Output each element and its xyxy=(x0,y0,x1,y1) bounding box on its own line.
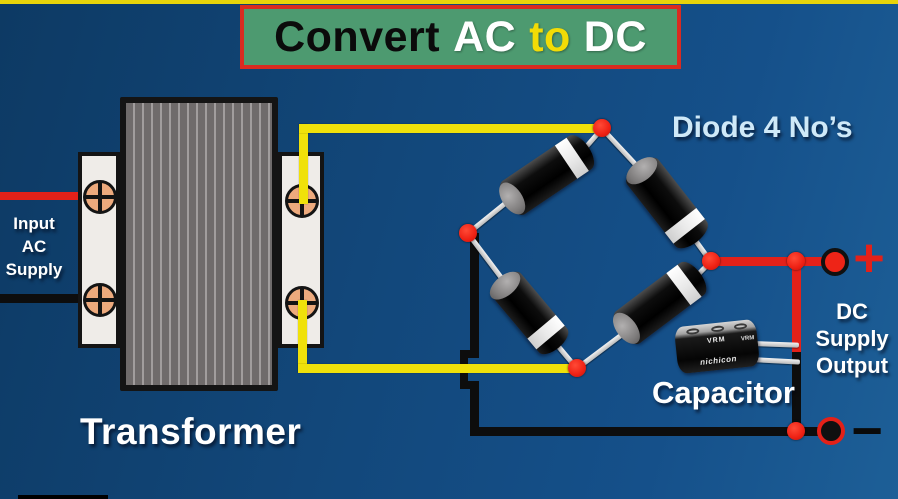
diode-cathode-band xyxy=(554,137,589,179)
junction-dot-negative-branch xyxy=(787,422,805,440)
input-label-line1: Input xyxy=(13,214,55,233)
diode-bottom-left xyxy=(484,266,574,360)
wire-secondary-bottom-horizontal xyxy=(298,364,582,373)
diode-top-left xyxy=(493,130,600,220)
diode-count-label: Diode 4 No’s xyxy=(672,111,853,144)
dc-label-line3: Output xyxy=(815,353,889,378)
diode-cathode-band xyxy=(666,264,702,306)
capacitor-vent-icon xyxy=(686,327,700,336)
title-word-ac: AC xyxy=(453,12,517,61)
junction-dot-positive-branch xyxy=(787,252,805,270)
diode-cathode-band xyxy=(527,314,565,350)
dc-label-line1: DC xyxy=(836,299,868,324)
plus-symbol: + xyxy=(853,228,885,288)
capacitor-vent-icon xyxy=(733,322,748,331)
bottom-edge-sliver xyxy=(18,495,108,499)
negative-terminal xyxy=(817,417,845,445)
wire-negative-bottom-rail xyxy=(470,427,841,436)
capacitor-label: Capacitor xyxy=(652,375,795,410)
wire-secondary-top-horizontal xyxy=(299,124,607,133)
title-word-convert: Convert xyxy=(274,12,441,61)
junction-dot-left xyxy=(459,224,477,242)
wire-negative-vertical xyxy=(470,233,479,353)
screw-terminal-icon xyxy=(83,180,117,214)
wire-capacitor-negative-vertical xyxy=(792,352,801,436)
wire-negative-vertical-lower xyxy=(470,381,479,435)
minus-symbol: − xyxy=(851,401,883,461)
title-word-to: to xyxy=(529,12,571,61)
transformer-core xyxy=(120,97,278,391)
wire-ac-input-live xyxy=(0,192,84,200)
wire-negative-jog-bottom xyxy=(460,381,479,389)
title-banner: Convert AC to DC xyxy=(240,5,681,69)
input-label-line3: Supply xyxy=(5,260,63,279)
wire-secondary-top-vertical xyxy=(299,124,308,204)
capacitor-series-marking-2: VRM xyxy=(740,335,755,343)
positive-terminal xyxy=(821,248,849,276)
wire-positive-horizontal xyxy=(711,257,841,266)
capacitor-vent-icon xyxy=(710,325,725,333)
dc-label-line2: Supply xyxy=(815,326,889,351)
capacitor-lead-positive xyxy=(751,341,800,348)
input-ac-supply-label: Input AC Supply xyxy=(0,212,68,281)
wire-ac-input-neutral xyxy=(0,294,84,303)
capacitor-brand-marking: nichicon xyxy=(699,354,738,367)
wire-positive-vertical xyxy=(792,257,801,352)
junction-dot-bottom xyxy=(568,359,586,377)
top-edge-strip xyxy=(0,0,898,4)
screw-terminal-icon xyxy=(83,283,117,317)
junction-dot-top xyxy=(593,119,611,137)
wire-negative-jog-top xyxy=(460,350,479,358)
diode-top-right xyxy=(621,151,713,254)
input-label-line2: AC xyxy=(21,237,47,256)
dc-supply-output-label: DC Supply Output xyxy=(806,298,898,379)
diode-cathode-band xyxy=(664,208,705,244)
junction-dot-right xyxy=(702,252,720,270)
diode-anode-cap xyxy=(484,266,526,305)
diode-anode-cap xyxy=(493,177,531,220)
capacitor-component: VRM VRM nichicon xyxy=(673,318,761,375)
transformer-label: Transformer xyxy=(80,411,302,452)
title-word-dc: DC xyxy=(583,12,647,61)
wire-secondary-bottom-vertical xyxy=(298,300,307,372)
